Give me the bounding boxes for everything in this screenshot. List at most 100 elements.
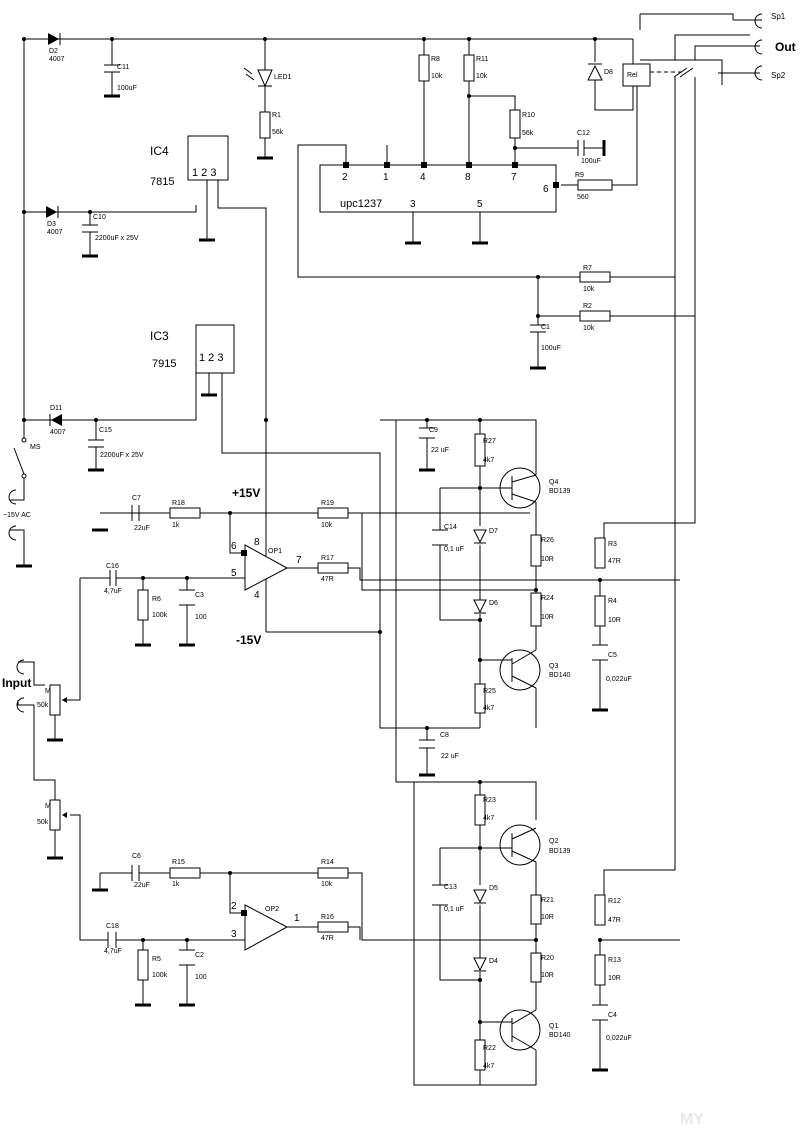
label-r15: R15 <box>172 859 185 866</box>
value-r21: 10R <box>541 914 554 921</box>
value-r3: 47R <box>608 558 621 565</box>
capacitor-c15 <box>88 439 104 448</box>
capacitor-c14 <box>432 529 448 546</box>
ms-label: MS <box>30 444 41 451</box>
resistor-r21 <box>530 894 542 925</box>
label-r27: R27 <box>483 438 496 445</box>
value-c7: 22uF <box>134 525 150 532</box>
resistor-r17 <box>317 562 349 574</box>
capacitor-c18 <box>107 932 117 948</box>
label-r21: R21 <box>541 897 554 904</box>
label-d11: D11 <box>50 405 62 412</box>
capacitor-c10 <box>82 224 98 233</box>
value-r7: 10k <box>583 286 595 293</box>
label-c12: C12 <box>577 130 590 137</box>
op2-pin-2: 2 <box>231 901 237 912</box>
label-led1: LED1 <box>274 74 292 81</box>
value-c2: 100 <box>195 974 207 981</box>
ic3-name: IC3 <box>150 329 169 343</box>
value-r4: 10R <box>608 617 621 624</box>
label-r26: R26 <box>541 537 554 544</box>
value-r20: 10R <box>541 972 554 979</box>
value-c12: 100uF <box>581 158 601 165</box>
value-r15: 1k <box>172 881 180 888</box>
value-q3: BD140 <box>549 672 571 679</box>
label-r2: R2 <box>583 303 592 310</box>
diode-d2 <box>48 33 61 45</box>
label-r3: R3 <box>608 541 617 548</box>
value-r8: 10k <box>431 73 443 80</box>
transistor-q3 <box>499 649 541 691</box>
label-q3: Q3 <box>549 663 558 670</box>
resistor-r9 <box>577 179 613 191</box>
label-r11: R11 <box>476 56 488 63</box>
minus-15v-label: -15V <box>236 633 261 647</box>
diode-d6 <box>473 599 487 614</box>
op2-pin-3: 3 <box>231 929 237 940</box>
input-label: Input <box>2 676 31 690</box>
value-r9: 560 <box>577 194 589 201</box>
value-c6: 22uF <box>134 882 150 889</box>
label-r12: R12 <box>608 898 621 905</box>
value-q1: BD140 <box>549 1032 571 1039</box>
relay-label: Rel <box>627 72 638 79</box>
upc-pin-6: 6 <box>543 184 549 195</box>
label-c11: C11 <box>117 64 129 71</box>
value-d2: 4007 <box>49 56 65 63</box>
label-r8: R8 <box>431 56 440 63</box>
capacitor-c12 <box>577 140 585 156</box>
resistor-r7 <box>579 271 611 283</box>
value-r2: 10k <box>583 325 595 332</box>
value-c1: 100uF <box>541 345 561 352</box>
ic4-regulator-box <box>187 135 229 181</box>
label-r22: R22 <box>483 1045 496 1052</box>
upc-pin-3: 3 <box>410 199 416 210</box>
value-r1: 56k <box>272 129 284 136</box>
value-c14: 0,1 uF <box>444 546 464 553</box>
upc-pin-4: 4 <box>420 172 426 183</box>
value-r19: 10k <box>321 522 333 529</box>
value-r26: 10R <box>541 556 554 563</box>
resistor-r25 <box>474 683 486 714</box>
label-c5: C5 <box>608 652 617 659</box>
label-d6: D6 <box>489 600 498 607</box>
ic3-regulator-box <box>195 324 235 374</box>
sp2-label: Sp2 <box>771 71 786 80</box>
resistor-r19 <box>317 507 349 519</box>
value-r18: 1k <box>172 522 180 529</box>
upc1237-box <box>319 164 557 213</box>
value-d11: 4007 <box>50 429 66 436</box>
value-d3: 4007 <box>47 229 63 236</box>
ic4-part: 7815 <box>150 176 174 188</box>
value-c8: 22 uF <box>441 753 459 760</box>
label-c7: C7 <box>132 495 141 502</box>
resistor-r13 <box>594 954 606 986</box>
label-m1: M <box>45 688 51 695</box>
ic3-part: 7915 <box>152 358 176 370</box>
value-r6: 100k <box>152 612 168 619</box>
resistor-r20 <box>530 952 542 983</box>
label-d7: D7 <box>489 528 498 535</box>
label-d4: D4 <box>489 958 498 965</box>
capacitor-c7 <box>131 505 140 521</box>
value-m1: 50k <box>37 702 49 709</box>
value-c13: 0,1 uF <box>444 906 464 913</box>
capacitor-c13 <box>432 884 448 906</box>
label-r5: R5 <box>152 956 161 963</box>
label-d5: D5 <box>489 885 498 892</box>
value-r23: 4k7 <box>483 815 494 822</box>
label-m2: M <box>45 803 51 810</box>
upc-pin-1: 1 <box>383 172 389 183</box>
opamp-op2 <box>244 904 289 951</box>
value-r24: 10R <box>541 614 554 621</box>
resistor-r5 <box>137 949 149 981</box>
label-q2: Q2 <box>549 838 558 845</box>
led-led1 <box>243 67 273 88</box>
label-c8: C8 <box>440 732 449 739</box>
value-c3: 100 <box>195 614 207 621</box>
potentiometer-m2 <box>49 799 67 831</box>
label-r9: R9 <box>575 172 584 179</box>
resistor-r3 <box>594 537 606 569</box>
jack-connectors <box>8 13 763 713</box>
label-r14: R14 <box>321 859 334 866</box>
